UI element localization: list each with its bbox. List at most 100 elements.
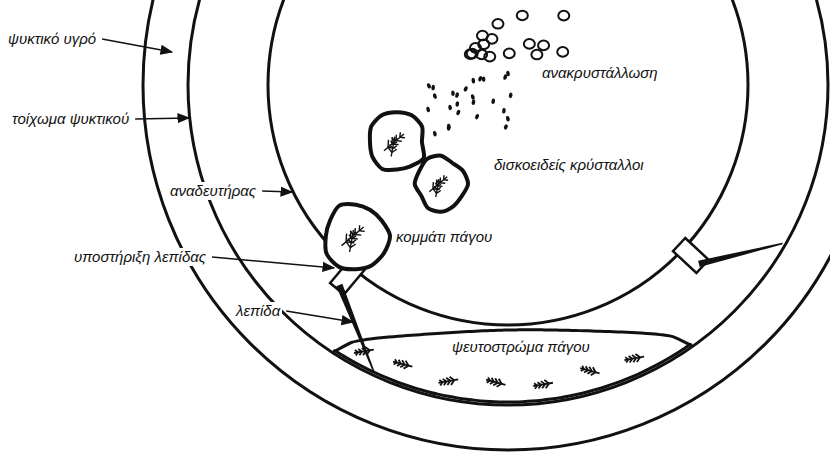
disc-crystal xyxy=(451,90,455,96)
fern-crystal-branch xyxy=(349,235,352,239)
recrystallized-crystal xyxy=(517,11,528,21)
disc-crystal xyxy=(455,101,459,107)
disc-crystal xyxy=(455,109,461,116)
disc-crystal xyxy=(426,106,431,112)
fern-crystal-branch xyxy=(487,381,490,383)
fern-crystal-branch xyxy=(393,142,397,145)
scraper-blade-support xyxy=(673,238,709,273)
fern-crystal-branch xyxy=(432,182,434,189)
fern-crystal-branch xyxy=(359,352,362,356)
recrystallized-crystal xyxy=(478,39,489,49)
recrystallized-crystal xyxy=(557,47,568,57)
disc-crystal xyxy=(503,74,508,80)
fern-crystal-branch xyxy=(534,383,537,385)
fern-crystal-branch xyxy=(436,190,440,193)
fern-crystal-branch xyxy=(392,137,394,140)
part-label: ψευτοστρώμα πάγου xyxy=(450,338,592,356)
disc-crystal xyxy=(474,113,479,120)
fern-crystal-branch xyxy=(399,360,401,364)
ice-pseudo-layer xyxy=(334,330,691,402)
fern-crystal-branch xyxy=(347,242,351,247)
recrystallized-crystal xyxy=(504,49,515,59)
recrystallized-crystal xyxy=(524,39,535,49)
fern-crystal-branch xyxy=(447,381,450,385)
disc-crystal xyxy=(470,94,475,100)
fern-crystal-branch xyxy=(586,366,588,370)
fern-crystal-branch xyxy=(438,181,441,183)
part-label: αναδευτήρας xyxy=(168,182,258,200)
fern-crystal-branch xyxy=(492,378,494,382)
recrystallized-crystal xyxy=(558,11,569,21)
disc-crystal xyxy=(508,92,513,98)
fern-crystal-branch xyxy=(355,350,358,352)
fern-crystal-branch xyxy=(444,179,448,181)
fern-crystal-branch xyxy=(625,357,628,359)
fern-crystal-branch xyxy=(400,365,404,368)
fern-crystal-branch xyxy=(350,244,355,248)
disc-crystal xyxy=(477,76,483,83)
fern-crystal-branch xyxy=(630,359,633,363)
fern-crystal-branch xyxy=(434,186,437,190)
ice-chunk-outline xyxy=(325,204,390,269)
fern-crystal-branch xyxy=(591,372,596,375)
fern-crystal-branch xyxy=(345,234,347,242)
disc-crystal xyxy=(502,108,506,114)
fern-crystal-branch xyxy=(400,137,405,139)
disc-crystal xyxy=(482,76,486,82)
disc-crystal xyxy=(426,83,432,90)
fern-crystal-branch xyxy=(387,140,389,147)
fern-crystal-branch xyxy=(542,384,545,388)
part-label: δισκοειδείς κρύσταλλοι xyxy=(492,156,646,174)
fern-crystal-branch xyxy=(394,138,397,140)
fern-crystal-branch xyxy=(444,382,447,386)
fern-crystal-branch xyxy=(388,148,391,153)
fern-crystal-branch xyxy=(395,359,397,362)
fern-crystal-branch xyxy=(546,383,549,388)
fern-crystal-branch xyxy=(348,239,351,244)
disc-crystal xyxy=(448,105,452,111)
disc-crystal xyxy=(505,116,510,122)
leader-arrow xyxy=(212,257,334,268)
ice-chunk xyxy=(325,204,390,269)
disc-crystal xyxy=(491,98,496,104)
fern-crystal-branch xyxy=(438,184,441,186)
coolant-wall xyxy=(188,0,828,405)
fern-crystal-branch xyxy=(406,361,409,366)
fern-crystal-branch xyxy=(436,180,438,183)
disc-crystals xyxy=(426,70,513,136)
disc-crystal xyxy=(432,131,437,137)
fern-crystal-branch xyxy=(435,183,437,186)
disc-crystal xyxy=(471,99,476,105)
fern-crystal-branch xyxy=(584,370,588,372)
fern-crystal-branch xyxy=(499,379,502,384)
leader-arrow xyxy=(262,191,292,192)
part-label: λεπίδα xyxy=(234,302,282,320)
disc-crystal xyxy=(503,124,509,131)
disc-crystal xyxy=(455,92,460,98)
fern-crystal-branch xyxy=(393,146,397,149)
part-label: ανακρυστάλλωση xyxy=(540,64,660,82)
fern-crystal-branch xyxy=(443,379,447,382)
fern-crystal-branch xyxy=(402,360,404,364)
fern-crystal-branch xyxy=(356,352,358,355)
fern-crystal-branch xyxy=(390,144,393,148)
fern-crystal-branch xyxy=(593,367,596,372)
fern-crystal-branch xyxy=(537,382,541,385)
fern-crystal-branch xyxy=(439,380,442,382)
part-label: υποστήριξη λεπίδας xyxy=(72,248,208,266)
fern-crystal-branch xyxy=(392,149,397,152)
scraper-blade xyxy=(337,285,374,373)
fern-crystal-branch xyxy=(497,384,502,387)
fern-crystal-branch xyxy=(488,377,490,380)
fern-crystal-branch xyxy=(490,382,494,384)
fern-crystal-branch xyxy=(433,189,436,193)
disc-crystal xyxy=(431,85,435,91)
fern-crystal-branch xyxy=(629,356,633,359)
recrystallized-crystal xyxy=(531,50,542,60)
fern-crystal-branch xyxy=(446,378,450,381)
ice-chunk xyxy=(415,156,468,212)
fern-crystal-branch xyxy=(353,232,357,234)
fern-crystal-branch xyxy=(437,187,441,190)
fern-crystal-branch xyxy=(635,354,640,357)
fern-crystal-branch xyxy=(394,363,397,365)
